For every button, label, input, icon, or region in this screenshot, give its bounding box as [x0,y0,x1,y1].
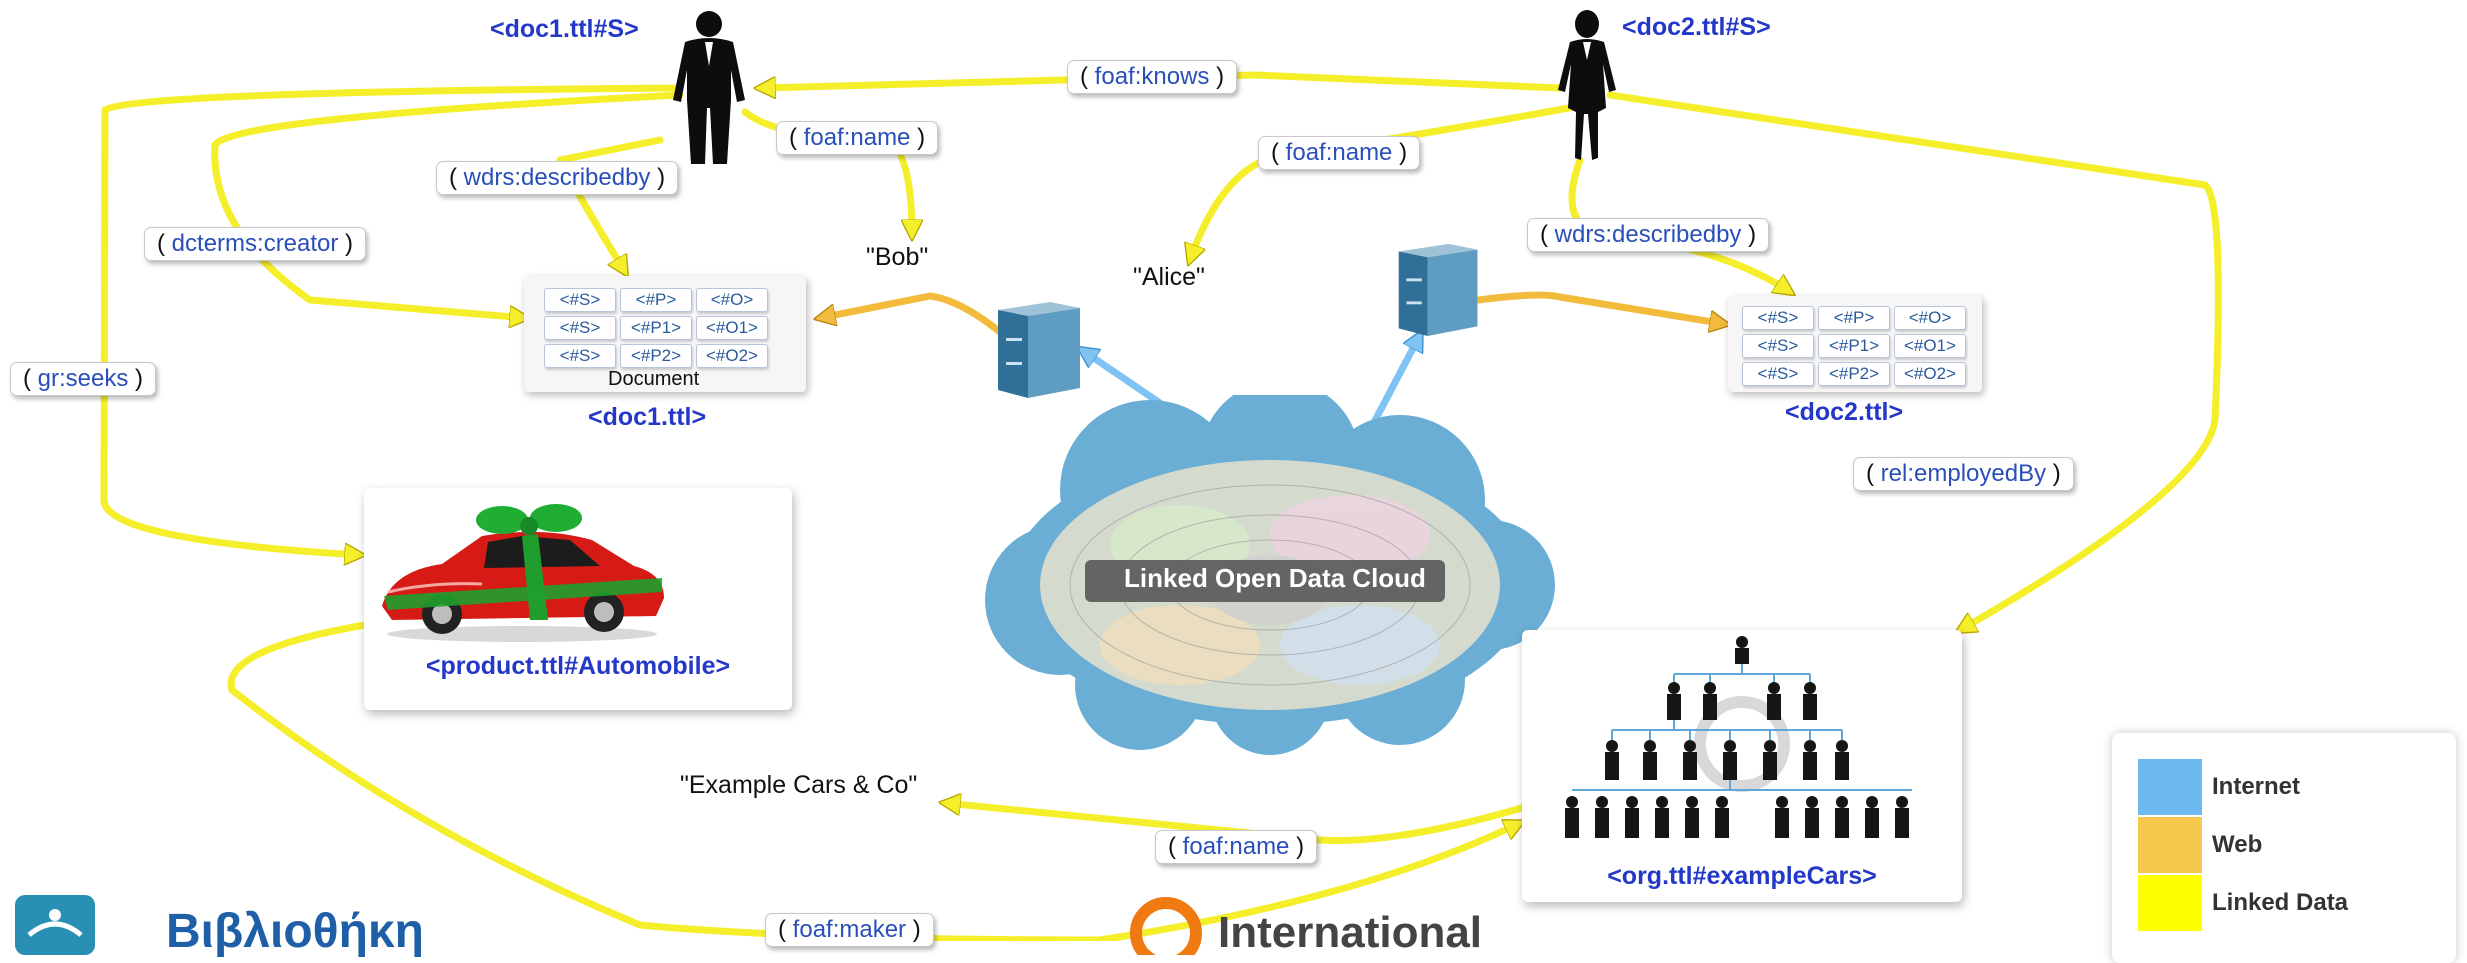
legend-label-web: Web [2212,831,2263,858]
doc2-cell: <#O2> [1894,362,1966,386]
doc1-cell: <#P2> [620,344,692,368]
people-group [1565,636,1909,838]
doc1-document[interactable]: <#S> <#P> <#O> <#S> <#P1> <#O1> <#S> <#P… [524,276,806,392]
literal-example-cars: "Example Cars & Co" [680,771,918,799]
international-logo-text: International [1218,908,1483,957]
library-logo-text: Βιβλιοθήκη [166,905,424,958]
doc2-document[interactable]: <#S> <#P> <#O> <#S> <#P1> <#O1> <#S> <#P… [1728,296,1982,392]
legend-item-web: Web [2138,817,2378,873]
literal-alice: "Alice" [1133,263,1205,291]
doc1-cell: <#O2> [696,344,768,368]
man-silhouette-icon [673,11,745,164]
product-card[interactable]: <product.ttl#Automobile> [364,488,792,710]
literal-bob: "Bob" [866,243,929,271]
doc1-subject-uri[interactable]: <doc1.ttl#S> [490,15,639,43]
linked-open-data-cloud [985,395,1555,755]
library-logo-icon [15,895,95,955]
predicate-foaf-name-alice: ( foaf:name ) [1258,136,1421,170]
legend-item-internet: Internet [2138,759,2378,815]
doc1-cell: <#S> [544,316,616,340]
predicate-foaf-maker: ( foaf:maker ) [765,913,934,947]
legend: Internet Web Linked Data [2112,733,2456,963]
doc1-cell: <#P1> [620,316,692,340]
doc1-cell: <#S> [544,344,616,368]
cloud-label: Linked Open Data Cloud [1124,563,1426,593]
predicate-foaf-name-bob: ( foaf:name ) [776,121,939,155]
doc2-subject-uri[interactable]: <doc2.ttl#S> [1622,13,1771,41]
doc2-cell: <#P2> [1818,362,1890,386]
internet-swatch [2138,759,2202,815]
predicate-wdrs-describedby-doc2: ( wdrs:describedby ) [1527,218,1770,252]
doc2-cell: <#O1> [1894,334,1966,358]
doc2-cell: <#S> [1742,334,1814,358]
predicate-foaf-knows: ( foaf:knows ) [1067,60,1238,94]
doc2-cell: <#S> [1742,306,1814,330]
web-swatch [2138,817,2202,873]
legend-label-internet: Internet [2212,773,2301,800]
web-arrows [820,291,1725,336]
woman-silhouette-icon [1558,10,1616,160]
doc2-cell: <#P> [1818,306,1890,330]
doc2-cell: <#P1> [1818,334,1890,358]
doc2-cell: <#O> [1894,306,1966,330]
org-card[interactable]: <org.ttl#exampleCars> [1522,630,1962,902]
product-uri: <product.ttl#Automobile> [425,652,731,680]
predicate-gr-seeks: ( gr:seeks ) [10,362,157,396]
server-icon [1398,243,1478,336]
international-logo-icon [1130,897,1202,955]
doc2-cell: <#S> [1742,362,1814,386]
doc2-uri[interactable]: <doc2.ttl> [1785,398,1904,426]
server-icon [998,302,1080,398]
doc1-document-label: Document [608,368,700,390]
org-chart-icon [1565,636,1912,838]
legend-item-linked-data: Linked Data [2138,875,2378,931]
predicate-dcterms-creator: ( dcterms:creator ) [144,227,367,261]
predicate-rel-employedby: ( rel:employedBy ) [1853,457,2074,491]
linked-data-swatch [2138,875,2202,931]
gift-car-icon [382,504,664,642]
doc1-cell: <#O> [696,288,768,312]
legend-label-linked-data: Linked Data [2212,889,2349,916]
org-uri: <org.ttl#exampleCars> [1607,862,1877,890]
predicate-wdrs-describedby-doc1: ( wdrs:describedby ) [436,161,679,195]
doc1-uri[interactable]: <doc1.ttl> [588,403,707,431]
predicate-foaf-name-org: ( foaf:name ) [1155,830,1318,864]
doc1-cell: <#O1> [696,316,768,340]
doc1-cell: <#S> [544,288,616,312]
doc1-cell: <#P> [620,288,692,312]
